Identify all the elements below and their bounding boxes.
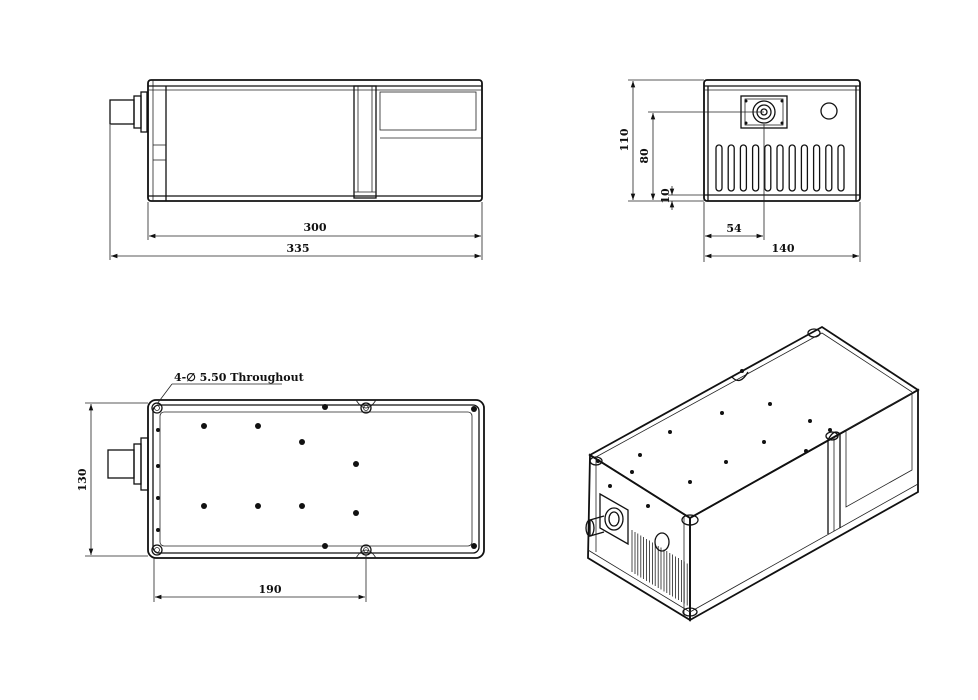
dimension-140: 140 (705, 202, 861, 262)
dimension-10: 10 (659, 186, 704, 210)
fin-slot (800, 144, 809, 192)
iso-top-face (588, 325, 920, 520)
iso-fin (649, 540, 653, 585)
dimension-300: 300 (147, 202, 483, 260)
bottom-view: 4-∅ 5.50 Throughout 130 190 (76, 371, 485, 602)
screw-holes (156, 404, 477, 549)
dimension-140-label: 140 (772, 242, 795, 255)
dimension-110-label: 110 (618, 128, 631, 151)
dimension-190: 190 (153, 555, 367, 602)
dimension-130-label: 130 (76, 468, 89, 491)
dimension-54: 54 (703, 124, 765, 262)
fin-slot (837, 144, 845, 192)
fin-slot (751, 144, 760, 192)
dimension-335: 335 (109, 125, 481, 260)
fin-slot (727, 144, 735, 192)
dimension-110: 110 (618, 79, 704, 202)
iso-fin (666, 551, 671, 595)
iso-fin (643, 537, 647, 581)
iso-top-holes (596, 369, 832, 508)
connector-side (109, 91, 148, 133)
dimension-80: 80 (638, 111, 764, 200)
iso-fin (683, 561, 688, 606)
connector-bottom (107, 437, 149, 491)
iso-fin (654, 544, 659, 588)
iso-fin (660, 547, 665, 592)
fin-slot (715, 144, 723, 192)
fin-slot (739, 144, 748, 192)
base-plate (147, 399, 485, 559)
iso-corner-bosses (589, 328, 839, 617)
mounting-holes (151, 399, 377, 559)
housing-body (147, 79, 483, 202)
iso-cooling-fins (631, 530, 688, 606)
dimension-80-label: 80 (638, 148, 651, 164)
iso-fin (631, 530, 636, 574)
iso-connector (585, 492, 629, 546)
hole-callout: 4-∅ 5.50 Throughout (156, 371, 305, 405)
fin-slot (812, 144, 821, 192)
iso-vent-hole (654, 532, 670, 552)
hole-callout-label: 4-∅ 5.50 Throughout (174, 371, 305, 384)
side-view: 110 80 10 54 140 (618, 79, 861, 262)
iso-right-face (689, 388, 919, 622)
dimension-300-label: 300 (304, 221, 327, 234)
iso-front-face (587, 453, 691, 622)
fin-slot (788, 144, 796, 192)
iso-fin (637, 533, 642, 578)
dimension-10-label: 10 (659, 188, 672, 204)
dimension-335-label: 335 (287, 242, 310, 255)
dimension-54-label: 54 (726, 222, 742, 235)
top-view: 300 335 (109, 79, 483, 260)
housing-front (703, 79, 861, 202)
fin-slot (764, 144, 772, 192)
fin-slot (825, 144, 833, 192)
dimension-130: 130 (76, 402, 148, 557)
vent-hole (820, 102, 838, 120)
dimension-190-label: 190 (259, 583, 282, 596)
isometric-view (585, 325, 920, 622)
iso-fin (678, 558, 682, 602)
iso-fin (672, 554, 676, 599)
fin-slot (776, 144, 784, 192)
cooling-fins (715, 144, 845, 192)
